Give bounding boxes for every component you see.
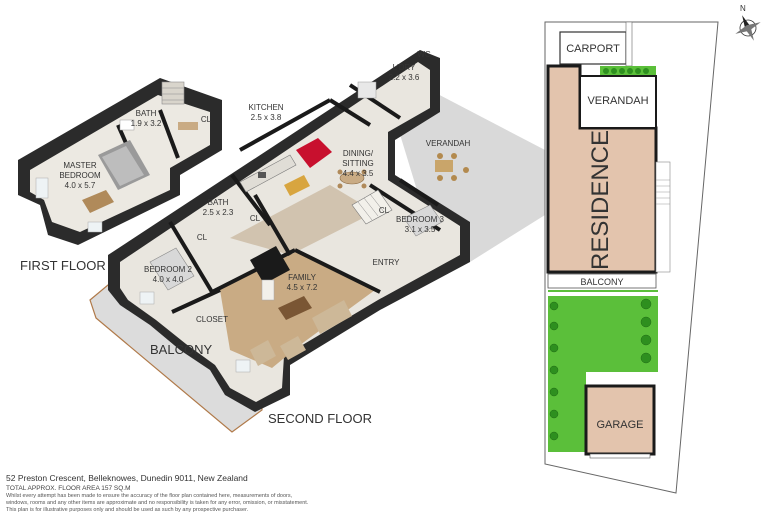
desk <box>82 190 114 213</box>
window <box>87 221 103 233</box>
fireplace <box>250 246 290 284</box>
site-verandah-box <box>579 75 657 129</box>
north-label: N <box>740 4 746 13</box>
dining-label-2: SITTING <box>342 159 374 168</box>
bedroom3-bed <box>403 204 443 237</box>
verandah-plan-label: VERANDAH <box>426 139 471 148</box>
laundry-size: 2.2 x 3.6 <box>389 73 420 82</box>
residence-label: RESIDENCE <box>587 130 614 270</box>
address-text: 52 Preston Crescent, Belleknowes, Dunedi… <box>6 473 248 483</box>
site-balcony-box <box>547 273 657 289</box>
dining-size: 4.4 x 3.5 <box>343 169 374 178</box>
disclaimer-text-3: This plan is for illustrative purposes o… <box>6 507 249 513</box>
carport-box <box>559 31 627 65</box>
floor-area-text: TOTAL APPROX. FLOOR AREA 157 SQ.M <box>6 485 131 492</box>
entry-label: ENTRY <box>373 258 401 267</box>
bedroom2-bed <box>149 247 195 291</box>
verandah-deck <box>395 90 545 262</box>
bath-tub <box>119 119 135 131</box>
site-verandah-label: VERANDAH <box>587 95 648 107</box>
master-bedroom-label: MASTER <box>63 161 97 170</box>
first-floor-stairs <box>161 81 185 105</box>
kitchen-counter <box>239 154 310 196</box>
first-floor-title: FIRST FLOOR <box>20 258 106 273</box>
disclaimer-text-2: windows, rooms and any other items are a… <box>6 500 309 506</box>
first-floor-plan <box>18 78 222 245</box>
trees <box>549 298 652 441</box>
red-sofa <box>296 138 332 168</box>
family-furniture <box>250 296 352 366</box>
lawn <box>548 290 658 372</box>
bath-vanity <box>178 122 198 130</box>
footer: 52 Preston Crescent, Belleknowes, Dunedi… <box>6 473 426 514</box>
site-plan: CARPORT VERANDAH RESIDENCE BALCONY <box>544 21 719 494</box>
window <box>139 291 155 305</box>
dining-label: DINING/ <box>343 149 374 158</box>
dining-table <box>337 169 367 189</box>
fireplace-hearth <box>261 279 275 301</box>
kitchen-label: KITCHEN <box>248 103 283 112</box>
laundry-appliances <box>357 81 377 99</box>
path <box>548 292 658 296</box>
closet-a-label: CL <box>250 214 261 223</box>
closet-b-label: CL <box>197 233 208 242</box>
bath-first-size: 1.9 x 3.2 <box>131 119 162 128</box>
bath-first-label: BATH <box>136 109 157 118</box>
garage-door <box>589 453 651 459</box>
hedge-shrubs <box>603 68 649 74</box>
disclaimer-text: Whilst every attempt has been made to en… <box>6 493 293 499</box>
wc-label: WC <box>417 50 431 59</box>
window <box>35 177 49 199</box>
closet-c-label: CL <box>379 206 390 215</box>
side-strip <box>625 21 633 67</box>
north-arrow <box>735 15 761 41</box>
garage-label: GARAGE <box>596 419 643 431</box>
second-floor-plan <box>89 50 545 433</box>
site-balcony-label: BALCONY <box>580 277 623 287</box>
partition-wall <box>158 109 180 159</box>
master-bedroom-label-2: BEDROOM <box>59 171 101 180</box>
laundry-label: L'DRY <box>393 63 416 72</box>
bath-second-label: BATH <box>208 198 229 207</box>
master-bed <box>98 140 150 190</box>
closet-long-label: CLOSET <box>196 315 228 324</box>
carport-label: CARPORT <box>566 43 620 55</box>
family-label: FAMILY <box>288 273 317 282</box>
interior-walls <box>168 83 442 314</box>
kitchen-size: 2.5 x 3.8 <box>251 113 282 122</box>
bedroom2-label: BEDROOM 2 <box>144 265 193 274</box>
balcony-plan-label: BALCONY <box>150 342 212 357</box>
verandah-table-set <box>435 153 469 181</box>
site-stairs <box>655 161 671 273</box>
hallway <box>230 185 375 255</box>
family-size: 4.5 x 7.2 <box>287 283 318 292</box>
bedroom3-size: 3.1 x 3.5 <box>405 225 436 234</box>
master-bedroom-size: 4.0 x 5.7 <box>65 181 96 190</box>
bath-second-size: 2.5 x 2.3 <box>203 208 234 217</box>
window <box>235 359 251 373</box>
second-floor-title: SECOND FLOOR <box>268 411 372 426</box>
bedroom3-label: BEDROOM 3 <box>396 215 445 224</box>
second-floor-stairs <box>351 189 393 225</box>
bedroom2-size: 4.0 x 4.0 <box>153 275 184 284</box>
closet-first-label: CL <box>201 115 212 124</box>
